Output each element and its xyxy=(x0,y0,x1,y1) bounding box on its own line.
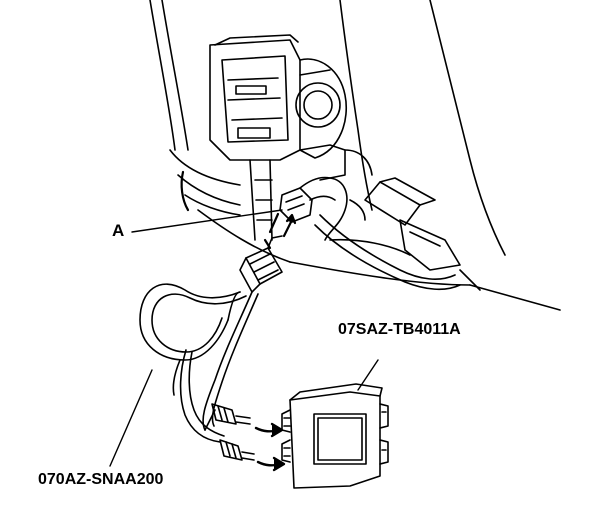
tester-arrows xyxy=(254,422,286,472)
connector-a xyxy=(279,176,336,223)
harness-plug xyxy=(239,235,283,293)
body-panel xyxy=(149,0,561,311)
banana-plug-upper xyxy=(211,403,251,425)
harness-part-number-label: 070AZ-SNAA200 xyxy=(38,471,164,488)
vehicle-harness xyxy=(314,177,461,291)
tester-box xyxy=(281,383,389,489)
leader-lines xyxy=(109,209,379,467)
tester-part-number-label: 07SAZ-TB4011A xyxy=(338,321,461,338)
test-harness-cable xyxy=(139,283,259,443)
banana-plug-lower xyxy=(219,439,255,461)
retractor-unit xyxy=(209,34,373,241)
insert-arrows xyxy=(263,212,297,250)
part-a-label: A xyxy=(112,221,125,240)
